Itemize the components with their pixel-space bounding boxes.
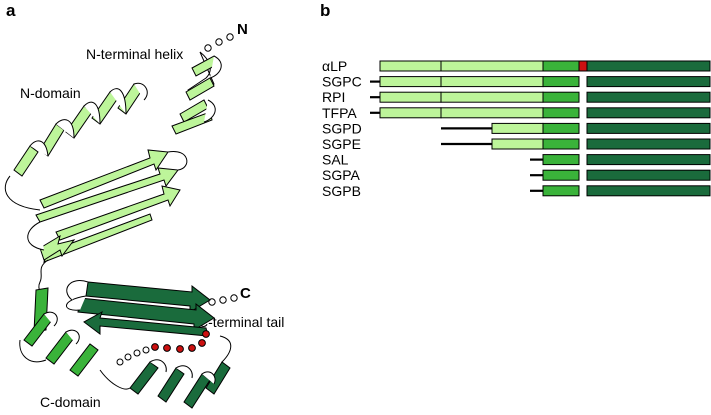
light-green-segment	[379, 91, 442, 103]
c-domain-label: C-domain	[40, 394, 101, 410]
light-green-segment	[491, 122, 544, 134]
mid-green-segment	[542, 76, 580, 88]
dark-green-segment	[586, 122, 711, 134]
row-label: SGPD	[322, 120, 362, 136]
n-terminus-label: N	[237, 21, 248, 38]
dark-green-segment	[586, 138, 711, 150]
row-label: SGPA	[322, 167, 361, 183]
light-green-segment	[440, 107, 544, 119]
light-green-segment	[491, 138, 544, 150]
mid-green-segment	[542, 107, 580, 119]
light-green-segment	[379, 76, 442, 88]
panel-b-letter: b	[320, 1, 330, 20]
c-terminal-tail-label: C-terminal tail	[198, 314, 284, 330]
dark-green-segment	[586, 60, 711, 72]
dark-green-segment	[586, 76, 711, 88]
row-label: SGPC	[322, 74, 362, 90]
light-green-segment	[440, 91, 544, 103]
c-tail-dots	[116, 330, 210, 366]
mid-green-segment	[542, 169, 580, 181]
c-domain-lower-helices	[99, 335, 232, 409]
n-terminal-helix	[171, 51, 222, 135]
light-green-segment	[379, 60, 442, 72]
n-domain-label: N-domain	[20, 85, 81, 101]
red-segment	[578, 60, 588, 72]
domain-bar-row	[530, 185, 711, 197]
panel-a-letter: a	[6, 1, 16, 20]
mid-green-segment	[542, 122, 580, 134]
domain-bar-row	[370, 91, 711, 103]
domain-bar-row	[370, 76, 711, 88]
n-terminal-helix-label: N-terminal helix	[86, 46, 183, 62]
row-label: SAL	[322, 152, 349, 168]
mid-green-segment	[542, 185, 580, 197]
panel-a: a N N-terminal helix N-domain	[4, 1, 284, 410]
domain-bar-row	[530, 154, 711, 166]
dark-green-segment	[586, 91, 711, 103]
c-domain-helices	[19, 287, 99, 377]
dark-green-segment	[586, 169, 711, 181]
dark-green-segment	[586, 107, 711, 119]
mid-green-segment	[542, 154, 580, 166]
dark-green-segment	[586, 185, 711, 197]
light-green-segment	[440, 76, 544, 88]
n-domain-sheet	[4, 149, 188, 263]
row-label: TFPA	[322, 105, 357, 121]
domain-bar-row	[441, 122, 711, 134]
mid-green-segment	[542, 60, 580, 72]
dark-green-segment	[586, 154, 711, 166]
row-label: RPI	[322, 89, 345, 105]
light-green-segment	[379, 107, 442, 119]
domain-bar-row	[370, 107, 711, 119]
light-green-segment	[440, 60, 544, 72]
row-label: SGPB	[322, 183, 361, 199]
c-domain-sheet	[66, 280, 215, 337]
domain-bar-row	[441, 138, 711, 150]
row-label: αLP	[322, 58, 347, 74]
c-terminus-dots	[208, 294, 238, 306]
mid-green-segment	[542, 138, 580, 150]
domain-bar-row	[530, 169, 711, 181]
n-domain-helices	[13, 82, 148, 177]
row-label: SGPE	[322, 136, 361, 152]
domain-bar-row	[379, 60, 711, 72]
n-terminus-dots	[204, 33, 234, 52]
mid-green-segment	[542, 91, 580, 103]
domain-bars	[370, 60, 711, 197]
c-terminus-label: C	[240, 285, 251, 302]
